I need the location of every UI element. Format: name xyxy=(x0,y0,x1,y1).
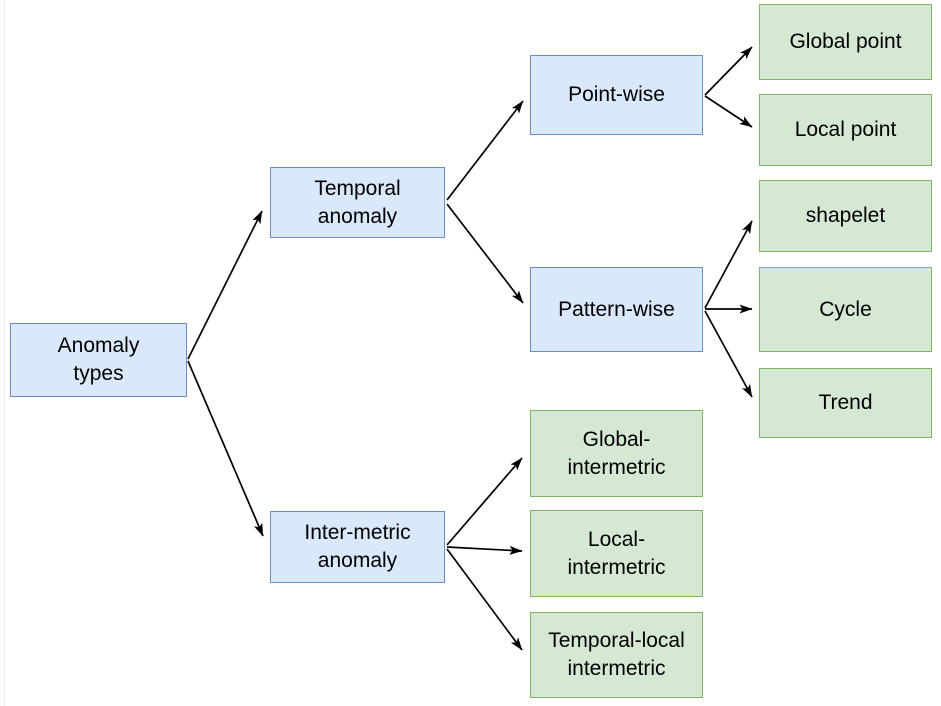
edge-pointwise-globalpoint xyxy=(704,46,753,96)
node-global-point: Global point xyxy=(759,4,932,80)
edge-temporal-patternwise xyxy=(446,203,524,304)
node-global-point-label: Global point xyxy=(789,30,902,54)
node-pattern-wise: Pattern-wise xyxy=(530,267,703,352)
edge-patternwise-trend xyxy=(704,310,753,398)
node-point-wise-label: Point-wise xyxy=(568,83,665,107)
node-trend-label: Trend xyxy=(818,391,873,415)
edge-pointwise-localpoint xyxy=(704,95,753,128)
node-pattern-wise-label: Pattern-wise xyxy=(558,297,675,321)
node-local-intermetric-label: Local- intermetric xyxy=(567,527,666,579)
edge-intermetric-temporallocal xyxy=(446,548,523,651)
edge-temporal-pointwise xyxy=(446,100,524,201)
node-temporal-local-intermetric-label: Temporal-local intermetric xyxy=(548,629,685,680)
node-temporal-anomaly: Temporal anomaly xyxy=(270,167,445,238)
edge-root-temporal xyxy=(187,210,263,360)
node-cycle-label: Cycle xyxy=(819,297,872,321)
node-global-intermetric: Global- intermetric xyxy=(530,410,703,497)
edge-patternwise-shapelet xyxy=(704,220,753,309)
node-anomaly-types: Anomaly types xyxy=(10,323,187,397)
node-temporal-anomaly-label: Temporal anomaly xyxy=(314,176,401,228)
node-shapelet: shapelet xyxy=(759,180,932,252)
node-inter-metric-anomaly-label: Inter-metric anomaly xyxy=(304,521,411,572)
edge-intermetric-globalintermetric xyxy=(446,457,523,546)
edge-intermetric-localintermetric xyxy=(446,545,523,555)
node-local-point-label: Local point xyxy=(794,118,897,142)
node-point-wise: Point-wise xyxy=(530,55,703,135)
node-cycle: Cycle xyxy=(759,267,932,352)
node-local-intermetric: Local- intermetric xyxy=(530,510,703,597)
node-anomaly-types-label: Anomaly types xyxy=(57,334,140,385)
edge-root-intermetric xyxy=(187,360,264,537)
page-left-border xyxy=(4,0,5,706)
node-shapelet-label: shapelet xyxy=(805,204,886,228)
node-local-point: Local point xyxy=(759,94,932,166)
node-global-intermetric-label: Global- intermetric xyxy=(567,427,666,479)
node-inter-metric-anomaly: Inter-metric anomaly xyxy=(270,511,445,583)
node-trend: Trend xyxy=(759,368,932,438)
node-temporal-local-intermetric: Temporal-local intermetric xyxy=(530,612,703,698)
